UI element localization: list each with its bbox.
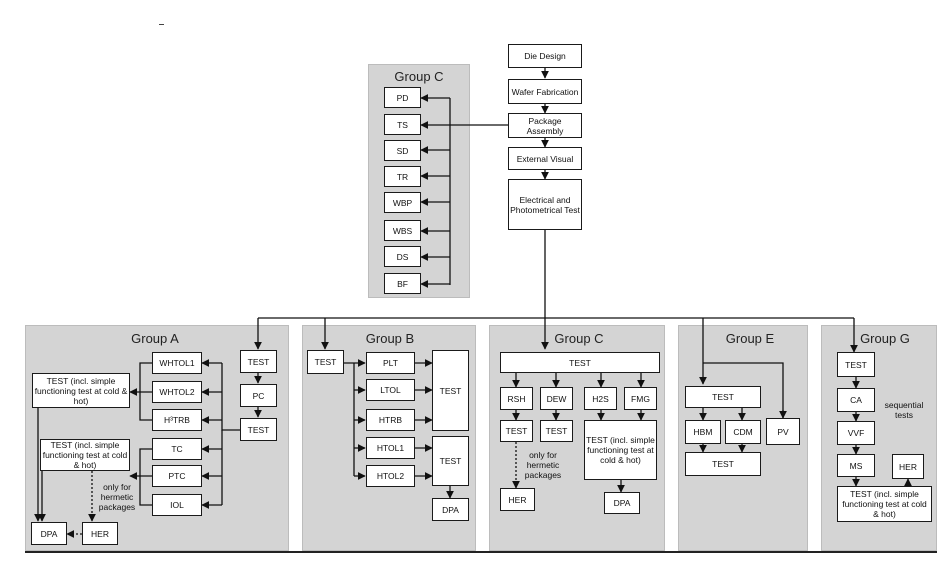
group-a-pc-box: PC <box>240 384 277 407</box>
external-visual-box: External Visual <box>508 147 582 170</box>
die-design-box: Die Design <box>508 44 582 68</box>
group-a-functional-test-2-box: TEST (incl. simple functioning test at c… <box>40 439 130 471</box>
wafer-fabrication-box: Wafer Fabrication <box>508 79 582 104</box>
group-a-ptc-box: PTC <box>152 465 202 487</box>
group-c-dpa-box: DPA <box>604 492 640 514</box>
group-c-functional-test-box: TEST (incl. simple functioning test at c… <box>584 420 657 480</box>
group-e-pv-box: PV <box>766 418 800 445</box>
group-c-sd-box: SD <box>384 140 421 161</box>
group-a-iol-box: IOL <box>152 494 202 516</box>
group-c-hermetic-note: only for hermetic packages <box>524 450 562 480</box>
group-c-ds-box: DS <box>384 246 421 267</box>
group-c-tr-box: TR <box>384 166 421 187</box>
group-b-ltol-box: LTOL <box>366 379 415 401</box>
group-g-her-box: HER <box>892 454 924 479</box>
group-c-test-dew-box: TEST <box>540 420 573 442</box>
group-b-plt-box: PLT <box>366 352 415 374</box>
group-a-her-box: HER <box>82 522 118 545</box>
group-g-functional-test-box: TEST (incl. simple functioning test at c… <box>837 486 932 522</box>
group-b-test-bottom-box: TEST <box>432 436 469 486</box>
group-a-functional-test-1-box: TEST (incl. simple functioning test at c… <box>32 373 130 408</box>
group-g-sequential-note: sequential tests <box>884 400 924 420</box>
group-g-test-box: TEST <box>837 352 875 377</box>
group-c-top-title: Group C <box>394 69 444 84</box>
group-c-rsh-box: RSH <box>500 387 533 410</box>
stray-mark <box>159 24 164 25</box>
group-e-title: Group E <box>725 331 775 346</box>
group-c-test-main-box: TEST <box>500 352 660 373</box>
group-a-tc-box: TC <box>152 438 202 460</box>
group-a-whtol2-box: WHTOL2 <box>152 381 202 403</box>
group-c-dew-box: DEW <box>540 387 573 410</box>
group-a-h3trb-box: H³TRB <box>152 409 202 431</box>
group-a-whtol1-box: WHTOL1 <box>152 352 202 374</box>
group-a-test-top-box: TEST <box>240 350 277 373</box>
package-assembly-box: Package Assembly <box>508 113 582 138</box>
group-c-test-rsh-box: TEST <box>500 420 533 442</box>
group-c-wbs-box: WBS <box>384 220 421 241</box>
group-b-test-top-box: TEST <box>432 350 469 431</box>
group-b-title: Group B <box>365 331 415 346</box>
group-c-h2s-box: H2S <box>584 387 617 410</box>
group-c-pd-box: PD <box>384 87 421 108</box>
group-c-ts-box: TS <box>384 114 421 135</box>
group-b-htol2-box: HTOL2 <box>366 465 415 487</box>
group-g-vvf-box: VVF <box>837 421 875 445</box>
group-e-test-bottom-box: TEST <box>685 452 761 476</box>
group-b-dpa-box: DPA <box>432 498 469 521</box>
group-g-title: Group G <box>860 331 910 346</box>
group-a-test-mid-box: TEST <box>240 418 277 441</box>
group-c-bf-box: BF <box>384 273 421 294</box>
group-b-htol1-box: HTOL1 <box>366 437 415 459</box>
group-a-dpa-box: DPA <box>31 522 67 545</box>
group-c-her-box: HER <box>500 488 535 511</box>
group-e-test-box: TEST <box>685 386 761 408</box>
group-e-hbm-box: HBM <box>685 420 721 444</box>
electrical-photometrical-test-box: Electrical and Photometrical Test <box>508 179 582 230</box>
group-c-bottom-title: Group C <box>554 331 604 346</box>
group-a-hermetic-note: only for hermetic packages <box>98 482 136 512</box>
group-b-htrb-box: HTRB <box>366 409 415 431</box>
group-c-wbp-box: WBP <box>384 192 421 213</box>
group-g-ms-box: MS <box>837 454 875 477</box>
bottom-rule <box>25 551 937 553</box>
group-e-cdm-box: CDM <box>725 420 761 444</box>
group-c-fmg-box: FMG <box>624 387 657 410</box>
group-g-ca-box: CA <box>837 388 875 412</box>
group-a-title: Group A <box>131 331 179 346</box>
group-b-test-box: TEST <box>307 350 344 374</box>
